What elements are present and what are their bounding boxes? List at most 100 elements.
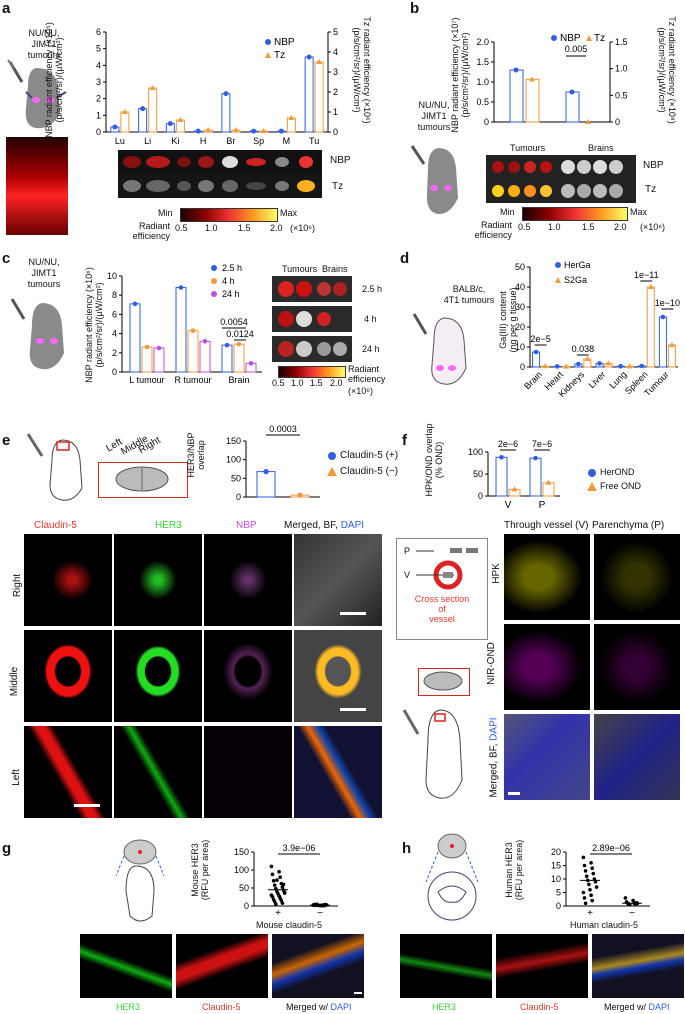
panel-e-micro-r3-claudin5	[24, 726, 112, 818]
panel-d-point-herga-Liver	[597, 361, 602, 366]
panel-f-row-merged-text: Merged, BF,	[488, 740, 500, 798]
panel-d-point-s2ga-Kidneys	[584, 356, 591, 361]
panel-c-xtick-1: R tumour	[174, 375, 211, 385]
panel-c-image-header-tumours: Tumours	[282, 264, 318, 274]
panel-h-dot-0-4	[583, 869, 588, 873]
panel-h-dot-1-1	[631, 898, 635, 903]
panel-a-left-y-tick-label-1: 1	[96, 110, 101, 120]
panel-d-bar-s2ga-Tumour	[667, 344, 676, 368]
panel-a-legend-tri-tz	[265, 52, 271, 58]
panel-d-y-tick-label-4: 40	[515, 282, 525, 292]
panel-a-bar-tz-Li	[148, 87, 158, 133]
panel-d-y-axis-title: Ga(III) content (ng per g tissue)	[498, 287, 518, 353]
panel-g-dot-0-7	[280, 885, 285, 890]
panel-a-xtick-Sp: Sp	[253, 136, 264, 146]
panel-a-row-label-tz: Tz	[332, 181, 344, 192]
panel-c-colorbar-tick-1: 0.5	[272, 378, 285, 388]
panel-e-column-merged: Merged, BF, DAPI	[284, 520, 364, 531]
panel-e-micro-r1-merged	[294, 534, 382, 626]
panel-h-y-tick-label-0: 0	[556, 901, 561, 911]
panel-d-legend-herga: HerGa	[564, 260, 591, 270]
panel-e-brain-section-box	[98, 462, 188, 498]
panel-d-y-tick-label-0: 0	[520, 362, 525, 372]
panel-f-inset-caption: Cross section of vessel	[414, 594, 470, 624]
panel-d-model: BALB/c, 4T1 tumours	[443, 284, 495, 305]
panel-b-colorbar	[522, 207, 628, 221]
panel-c-mouse-illustration	[10, 298, 64, 370]
panel-h-caption-merged-text: Merged w/	[604, 1002, 649, 1012]
panel-g-caption-her3: HER3	[116, 1002, 141, 1012]
panel-f-brain-section	[423, 671, 463, 691]
panel-a-colorbar-tick-1: 0.5	[175, 223, 188, 233]
panel-a-mouse-fluorescence-image	[6, 137, 68, 235]
panel-a-bar-nbp-Br	[221, 93, 231, 133]
panel-h-dot-0-3	[590, 866, 594, 870]
panel-a-point-tz-M	[288, 115, 295, 120]
panel-a-point-tz-Lu	[121, 109, 128, 114]
panel-f-micro-hpk-vessel	[504, 534, 590, 620]
panel-h-label: h	[402, 840, 412, 857]
panel-c-pvalue-2: 0.0124	[226, 329, 254, 339]
panel-c-y-tick-label-2: 4	[112, 329, 117, 339]
panel-e-y-tick-label-2: 100	[226, 455, 241, 465]
panel-h-xtick-1: −	[629, 908, 635, 918]
panel-e-legend-dot-minus	[327, 467, 337, 476]
panel-b-colorbar-tick-3: 1.5	[582, 222, 595, 232]
panel-h-caption-her3: HER3	[432, 1002, 457, 1012]
panel-d-point-herga-Lung	[618, 363, 623, 369]
panel-h-dot-0-11	[594, 885, 599, 889]
panel-b-left-axis-title: NBP radiant efficiency (×10⁷) (p/s/cm²/s…	[450, 17, 470, 133]
panel-a-xtick-Li: Li	[144, 136, 151, 146]
panel-c-colorbar-title: Radiant efficiency	[348, 364, 386, 384]
panel-h-dot-0-13	[581, 890, 586, 895]
panel-b-legend-nbp: NBP	[560, 33, 581, 44]
panel-b-organ-blobs	[492, 160, 623, 198]
panel-f-y-tick-label-1: 50	[473, 469, 483, 479]
panel-b-colorbar-unit: (×10⁸)	[640, 222, 666, 232]
panel-e-scale-bar-2	[340, 708, 366, 711]
panel-c-bar-1-2	[199, 340, 211, 373]
panel-b-label: b	[410, 0, 420, 17]
panel-c-legend-marker-2	[211, 291, 217, 297]
panel-h-dot-1-0	[623, 896, 628, 900]
panel-a-right-y-tick-label-5: 5	[333, 27, 338, 37]
panel-b-row-label-tz: Tz	[645, 184, 657, 195]
panel-f-micro-nir-parenchyma	[594, 624, 680, 710]
panel-f-column-parenchyma: Parenchyma (P)	[592, 520, 665, 531]
panel-h-y-tick-label-4: 20	[551, 847, 561, 857]
panel-c-colorbar-tick-2: 1.0	[291, 378, 304, 388]
panel-c-y-tick-label-0: 0	[112, 367, 117, 377]
panel-d-legend-dot-herga	[555, 262, 561, 268]
panel-a-point-nbp-Tu	[306, 54, 312, 60]
panel-c-pvalue-1: 0.0054	[220, 317, 248, 327]
panel-h-caption-claudin5: Claudin-5	[520, 1002, 559, 1012]
panel-b-colorbar-title: Radiant efficiency	[474, 220, 512, 240]
panel-e-scale-bar-1	[340, 612, 366, 615]
panel-b-group-tumours: Tumours	[510, 143, 546, 153]
panel-a-colorbar-title: Radiant efficiency	[132, 221, 170, 241]
panel-b-row-label-nbp: NBP	[643, 160, 664, 171]
panel-g-micro-her3	[80, 934, 172, 998]
panel-a-xtick-Ki: Ki	[171, 136, 179, 146]
panel-f-row-nir-ond-text: NIR-OND	[485, 642, 497, 685]
panel-f-row-hpk: HPK	[490, 563, 502, 584]
panel-h-dot-0-14	[589, 893, 593, 897]
panel-h-dot-0-6	[584, 874, 589, 879]
panel-e-micro-r2-her3	[114, 630, 202, 722]
panel-h-y-tick-label-1: 5	[556, 888, 561, 898]
panel-a-colorbar-tick-2: 1.0	[205, 223, 218, 233]
panel-d-xtick-Brain: Brain	[522, 369, 544, 391]
panel-d-mouse-illustration	[412, 313, 467, 385]
panel-e-column-merged-text: Merged, BF,	[284, 520, 341, 531]
panel-f-xtick-V: V	[505, 500, 512, 511]
panel-d-point-s2ga-Brain	[542, 363, 549, 369]
panel-f-brain-box	[418, 668, 470, 696]
panel-f-micro-nir-vessel	[504, 624, 590, 710]
panel-c-colorbar-tick-3: 1.5	[310, 378, 323, 388]
panel-d-pvalue-1: 0.038	[572, 344, 595, 354]
panel-g-x-title: Mouse claudin-5	[256, 920, 323, 930]
panel-b-right-y-tick-label-1: 0.5	[615, 90, 628, 100]
panel-g-dot-0-6	[272, 883, 277, 887]
panel-f-point-free-P	[545, 479, 552, 485]
